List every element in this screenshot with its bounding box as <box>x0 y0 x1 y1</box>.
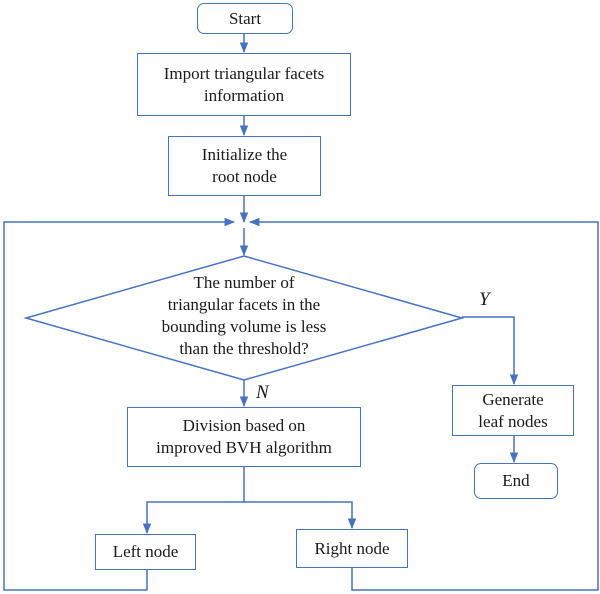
end-node: End <box>474 463 558 499</box>
branch-yes-label: Y <box>479 289 490 310</box>
division-node: Division based on improved BVH algorithm <box>127 407 361 467</box>
left-node: Left node <box>95 534 196 570</box>
right-node: Right node <box>296 529 408 568</box>
arrow-division-to-right <box>244 501 357 530</box>
branch-no-label: N <box>256 382 269 403</box>
init-node: Initialize the root node <box>168 136 321 196</box>
init-label: Initialize the root node <box>201 145 288 186</box>
start-node: Start <box>197 3 293 34</box>
import-node: Import triangular facets information <box>137 53 351 116</box>
start-label: Start <box>228 8 262 28</box>
arrow-division-to-left <box>142 467 245 535</box>
import-label: Import triangular facets information <box>163 63 325 105</box>
arrow-decision-to-generate <box>462 316 519 386</box>
loop-right-node <box>248 217 599 591</box>
end-label: End <box>502 471 530 490</box>
generate-node: Generate leaf nodes <box>452 385 574 436</box>
generate-label: Generate leaf nodes <box>478 389 548 431</box>
left-label: Left node <box>112 542 179 561</box>
loop-left-node <box>3 217 236 591</box>
decision-label: The number of triangular facets in the b… <box>161 273 327 358</box>
right-label: Right node <box>314 538 390 558</box>
division-label: Division based on improved BVH algorithm <box>156 416 332 457</box>
